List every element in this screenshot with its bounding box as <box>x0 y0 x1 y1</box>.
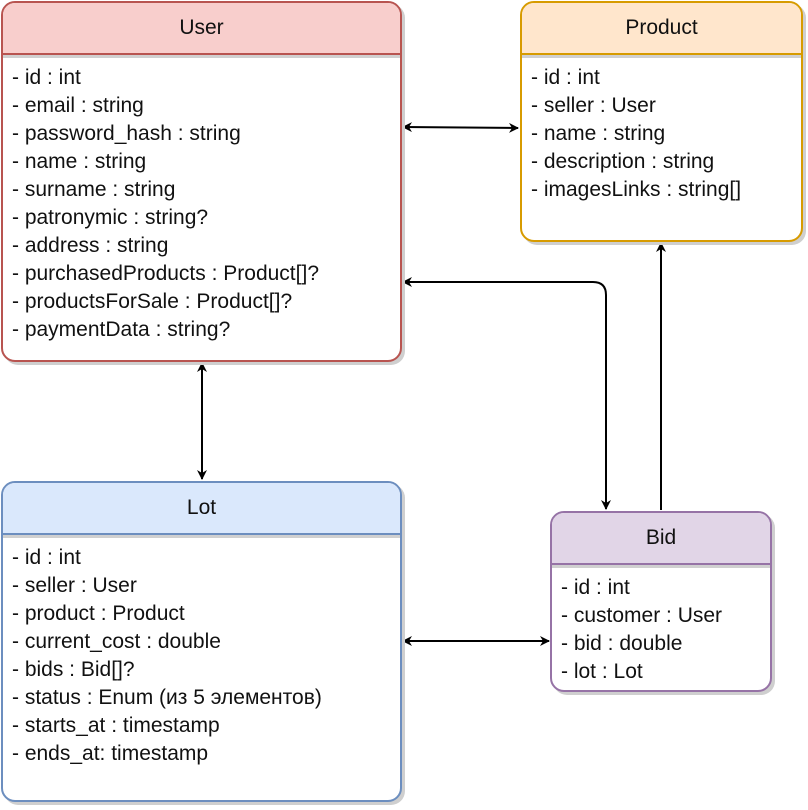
class-product: Product - id : int - seller : User - nam… <box>520 1 803 242</box>
field: - imagesLinks : string[] <box>531 178 742 201</box>
class-bid: Bid - id : int - customer : User - bid :… <box>550 511 772 692</box>
class-lot-fields: - id : int - seller : User - product : P… <box>3 538 400 768</box>
class-bid-divider <box>552 565 770 568</box>
field: - product : Product <box>12 602 185 625</box>
field: - starts_at : timestamp <box>12 714 220 737</box>
class-bid-title: Bid <box>552 513 770 565</box>
field: - id : int <box>12 66 81 89</box>
field: - password_hash : string <box>12 122 241 145</box>
connector-user-bid <box>402 277 611 510</box>
class-product-fields: - id : int - seller : User - name : stri… <box>522 58 801 204</box>
field: - description : string <box>531 150 715 173</box>
field: - patronymic : string? <box>12 206 209 229</box>
field: - current_cost : double <box>12 630 221 653</box>
field: - purchasedProducts : Product[]? <box>12 262 319 285</box>
field: - seller : User <box>12 574 137 597</box>
class-lot: Lot - id : int - seller : User - product… <box>1 481 402 802</box>
connector-user-product <box>402 122 519 133</box>
field: - ends_at: timestamp <box>12 742 209 765</box>
field: - customer : User <box>561 604 723 627</box>
field: - name : string <box>12 150 147 173</box>
field: - paymentData : string? <box>12 318 231 341</box>
field: - id : int <box>12 546 81 569</box>
class-product-divider <box>522 55 801 58</box>
field: - bids : Bid[]? <box>12 658 135 681</box>
field: - seller : User <box>531 94 656 117</box>
class-user-fields: - id : int - email : string - password_h… <box>3 58 400 344</box>
class-lot-divider <box>3 535 400 538</box>
field: - name : string <box>531 122 666 145</box>
class-user: User - id : int - email : string - passw… <box>1 1 402 362</box>
field: - email : string <box>12 94 144 117</box>
class-lot-title: Lot <box>3 483 400 535</box>
field: - id : int <box>531 66 600 89</box>
class-user-divider <box>3 55 400 58</box>
class-bid-fields: - id : int - customer : User - bid : dou… <box>552 568 770 686</box>
field: - bid : double <box>561 632 683 655</box>
field: - status : Enum (из 5 элементов) <box>12 686 322 709</box>
class-user-title: User <box>3 3 400 55</box>
field: - lot : Lot <box>561 660 643 683</box>
field: - surname : string <box>12 178 176 201</box>
field: - productsForSale : Product[]? <box>12 290 293 313</box>
field: - address : string <box>12 234 169 257</box>
class-product-title: Product <box>522 3 801 55</box>
field: - id : int <box>561 576 630 599</box>
